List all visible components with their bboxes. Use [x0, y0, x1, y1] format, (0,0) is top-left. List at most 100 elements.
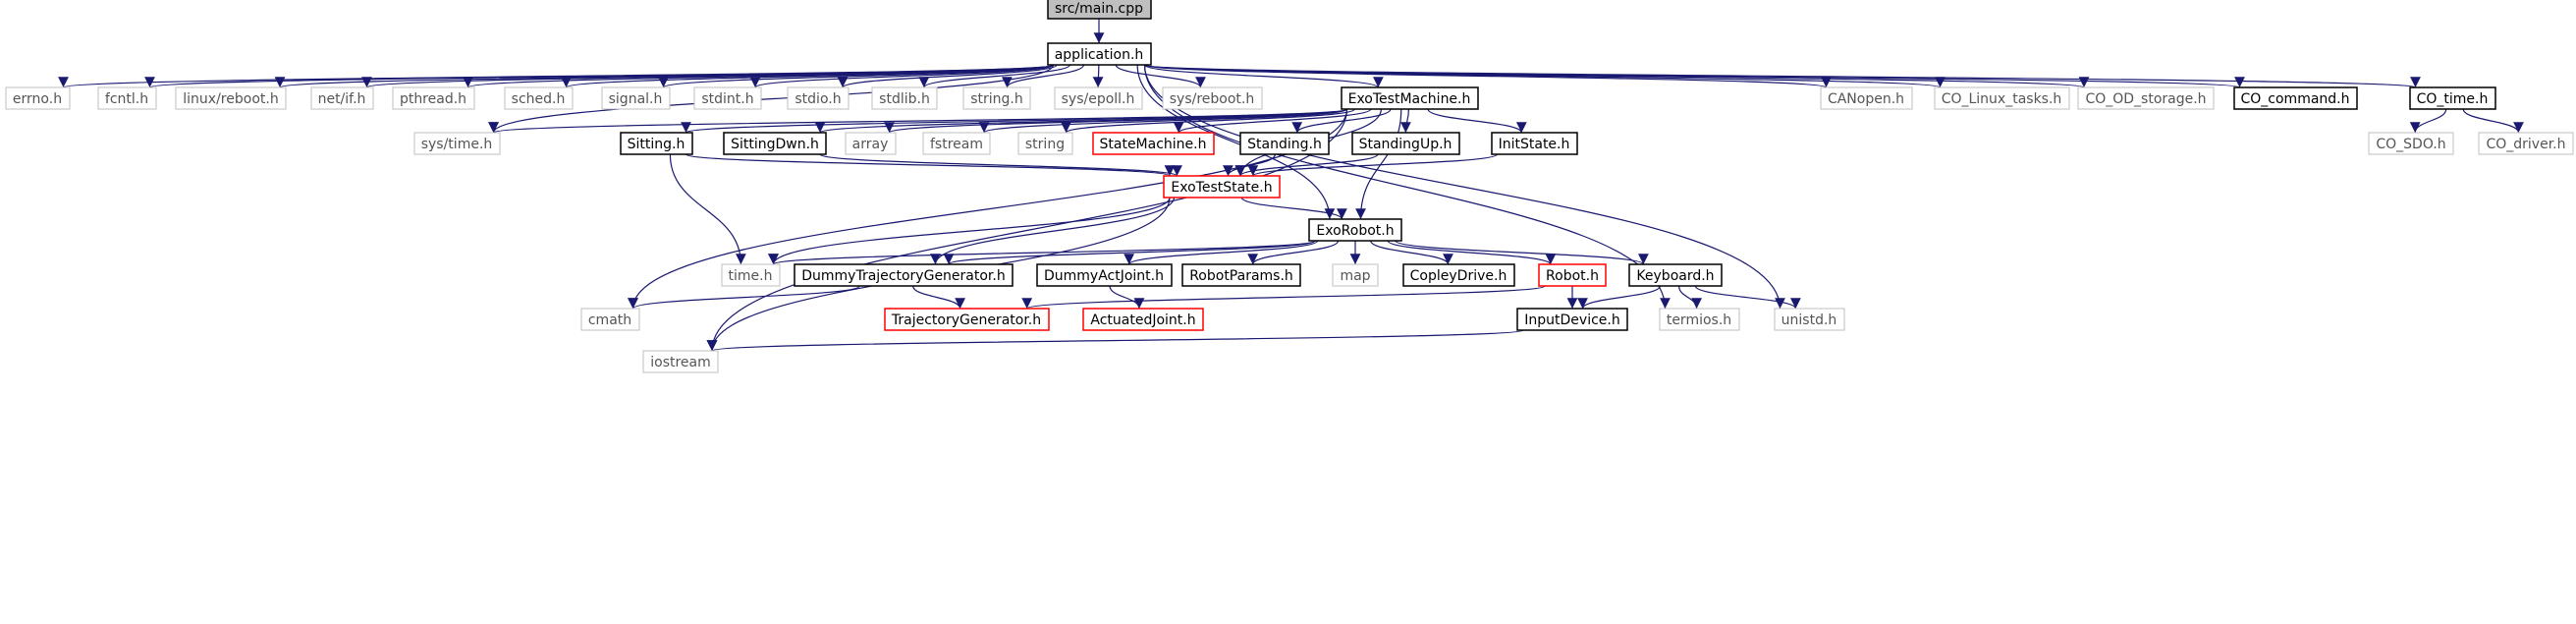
node-actuatedjoint-h[interactable]: ActuatedJoint.h [1082, 308, 1204, 331]
node-label: signal.h [609, 91, 663, 107]
node-array: array [845, 132, 897, 155]
node-exotestmachine-h[interactable]: ExoTestMachine.h [1341, 86, 1479, 110]
node-label: ActuatedJoint.h [1090, 312, 1195, 328]
edge-exoteststate-to-exorobot [1240, 197, 1347, 220]
node-map: map [1332, 263, 1379, 287]
node-label: CopleyDrive.h [1410, 268, 1507, 284]
edge-sitting-to-exoteststate [685, 153, 1175, 177]
node-sys-epoll-h: sys/epoll.h [1054, 86, 1143, 110]
edge-app-to-stdint [749, 64, 1055, 88]
edge-app-to-exorobot [1136, 64, 1336, 220]
edge-standing-to-exoteststate [1223, 153, 1276, 177]
node-label: net/if.h [318, 91, 366, 107]
node-label: CO_OD_storage.h [2085, 91, 2206, 107]
node-co-sdo-h: CO_SDO.h [2368, 132, 2454, 155]
node-label: sys/reboot.h [1170, 91, 1254, 107]
node-errno-h: errno.h [5, 86, 71, 110]
node-initstate-h[interactable]: InitState.h [1491, 132, 1578, 155]
node-box [1054, 86, 1143, 110]
node-time-h: time.h [721, 263, 781, 287]
edge-exorobot-to-dummyact [1124, 240, 1319, 265]
node-label: CO_driver.h [2486, 137, 2565, 152]
node-label: CO_Linux_tasks.h [1942, 91, 2062, 107]
node-label: Standing.h [1247, 137, 1322, 152]
node-trajectorygenerator-h[interactable]: TrajectoryGenerator.h [884, 308, 1050, 331]
node-box [2077, 86, 2215, 110]
node-label: time.h [729, 268, 773, 284]
edge-standingup-to-exoteststate [1234, 153, 1379, 177]
node-exoteststate-h[interactable]: ExoTestState.h [1163, 175, 1281, 199]
node-box [693, 86, 762, 110]
node-co-command-h[interactable]: CO_command.h [2233, 86, 2358, 110]
node-box [1047, 42, 1152, 66]
edge-app-to-cocommand [1143, 64, 2244, 88]
node-box [97, 86, 157, 110]
node-box [1239, 132, 1330, 155]
node-keyboard-h[interactable]: Keyboard.h [1628, 263, 1723, 287]
edge-exorobot-to-dummytraj [943, 240, 1316, 265]
edge-app-to-stringh [1002, 64, 1084, 88]
node-label: ExoRobot.h [1316, 223, 1394, 239]
node-label: application.h [1055, 47, 1144, 63]
node-box [884, 308, 1050, 331]
node-sittingdwn-h[interactable]: SittingDwn.h [723, 132, 827, 155]
node-string: string [1017, 132, 1073, 155]
node-label: array [852, 137, 889, 152]
node-label: Keyboard.h [1636, 268, 1714, 284]
node-box [392, 86, 475, 110]
node-stdlib-h: stdlib.h [871, 86, 938, 110]
node-label: unistd.h [1781, 312, 1837, 328]
node-exorobot-h[interactable]: ExoRobot.h [1308, 218, 1402, 242]
edge-dummytraj-to-trajgen [912, 285, 965, 310]
edge-exorobot-to-robotparams [1247, 240, 1340, 265]
node-linux-reboot-h: linux/reboot.h [175, 86, 287, 110]
node-sitting-h[interactable]: Sitting.h [620, 132, 693, 155]
node-co-driver-h: CO_driver.h [2478, 132, 2574, 155]
node-box [504, 86, 574, 110]
node-canopen-h: CANopen.h [1820, 86, 1913, 110]
node-box [787, 86, 850, 110]
node-dummytrajectorygenerator-h[interactable]: DummyTrajectoryGenerator.h [794, 263, 1014, 287]
node-label: errno.h [13, 91, 62, 107]
node-label: TrajectoryGenerator.h [891, 312, 1041, 328]
node-box [845, 132, 897, 155]
node-label: StateMachine.h [1100, 137, 1207, 152]
node-copleydrive-h[interactable]: CopleyDrive.h [1402, 263, 1515, 287]
edge-keyboard-to-termios [1678, 285, 1702, 310]
node-box [1516, 308, 1628, 331]
node-inputdevice-h[interactable]: InputDevice.h [1516, 308, 1628, 331]
edge-exotm-to-standingup [1400, 108, 1411, 134]
node-box [1341, 86, 1479, 110]
node-box [601, 86, 671, 110]
edge-exotm-to-initstate [1427, 108, 1527, 134]
node-box [1628, 263, 1723, 287]
node-iostream: iostream [642, 350, 719, 373]
node-co-time-h[interactable]: CO_time.h [2409, 86, 2496, 110]
node-label: Sitting.h [628, 137, 685, 152]
edge-layer [59, 18, 2524, 352]
node-robot-h[interactable]: Robot.h [1538, 263, 1607, 287]
node-box [310, 86, 374, 110]
edge-app-to-systime [488, 64, 1055, 134]
node-statemachine-h[interactable]: StateMachine.h [1092, 132, 1215, 155]
node-box [1774, 308, 1845, 331]
node-cmath: cmath [580, 308, 640, 331]
node-label: stdint.h [701, 91, 753, 107]
node-standingup-h[interactable]: StandingUp.h [1351, 132, 1460, 155]
node-dummyactjoint-h[interactable]: DummyActJoint.h [1036, 263, 1173, 287]
node-label: cmath [588, 312, 631, 328]
edge-app-to-sysreboot [1115, 64, 1206, 88]
node-label: stdlib.h [879, 91, 930, 107]
node-label: CANopen.h [1828, 91, 1904, 107]
edge-app-to-cotime [1143, 64, 2420, 88]
node-standing-h[interactable]: Standing.h [1239, 132, 1330, 155]
node-application-h[interactable]: application.h [1047, 42, 1152, 66]
node-src-main-cpp[interactable]: src/main.cpp [1047, 0, 1152, 20]
node-box [1491, 132, 1578, 155]
node-label: Robot.h [1546, 268, 1599, 284]
node-unistd-h: unistd.h [1774, 308, 1845, 331]
edge-app-to-stdlib [918, 64, 1070, 88]
node-robotparams-h[interactable]: RobotParams.h [1181, 263, 1301, 287]
edge-initstate-to-exoteststate [1247, 153, 1499, 177]
edge-exorobot-to-copley [1370, 240, 1453, 265]
